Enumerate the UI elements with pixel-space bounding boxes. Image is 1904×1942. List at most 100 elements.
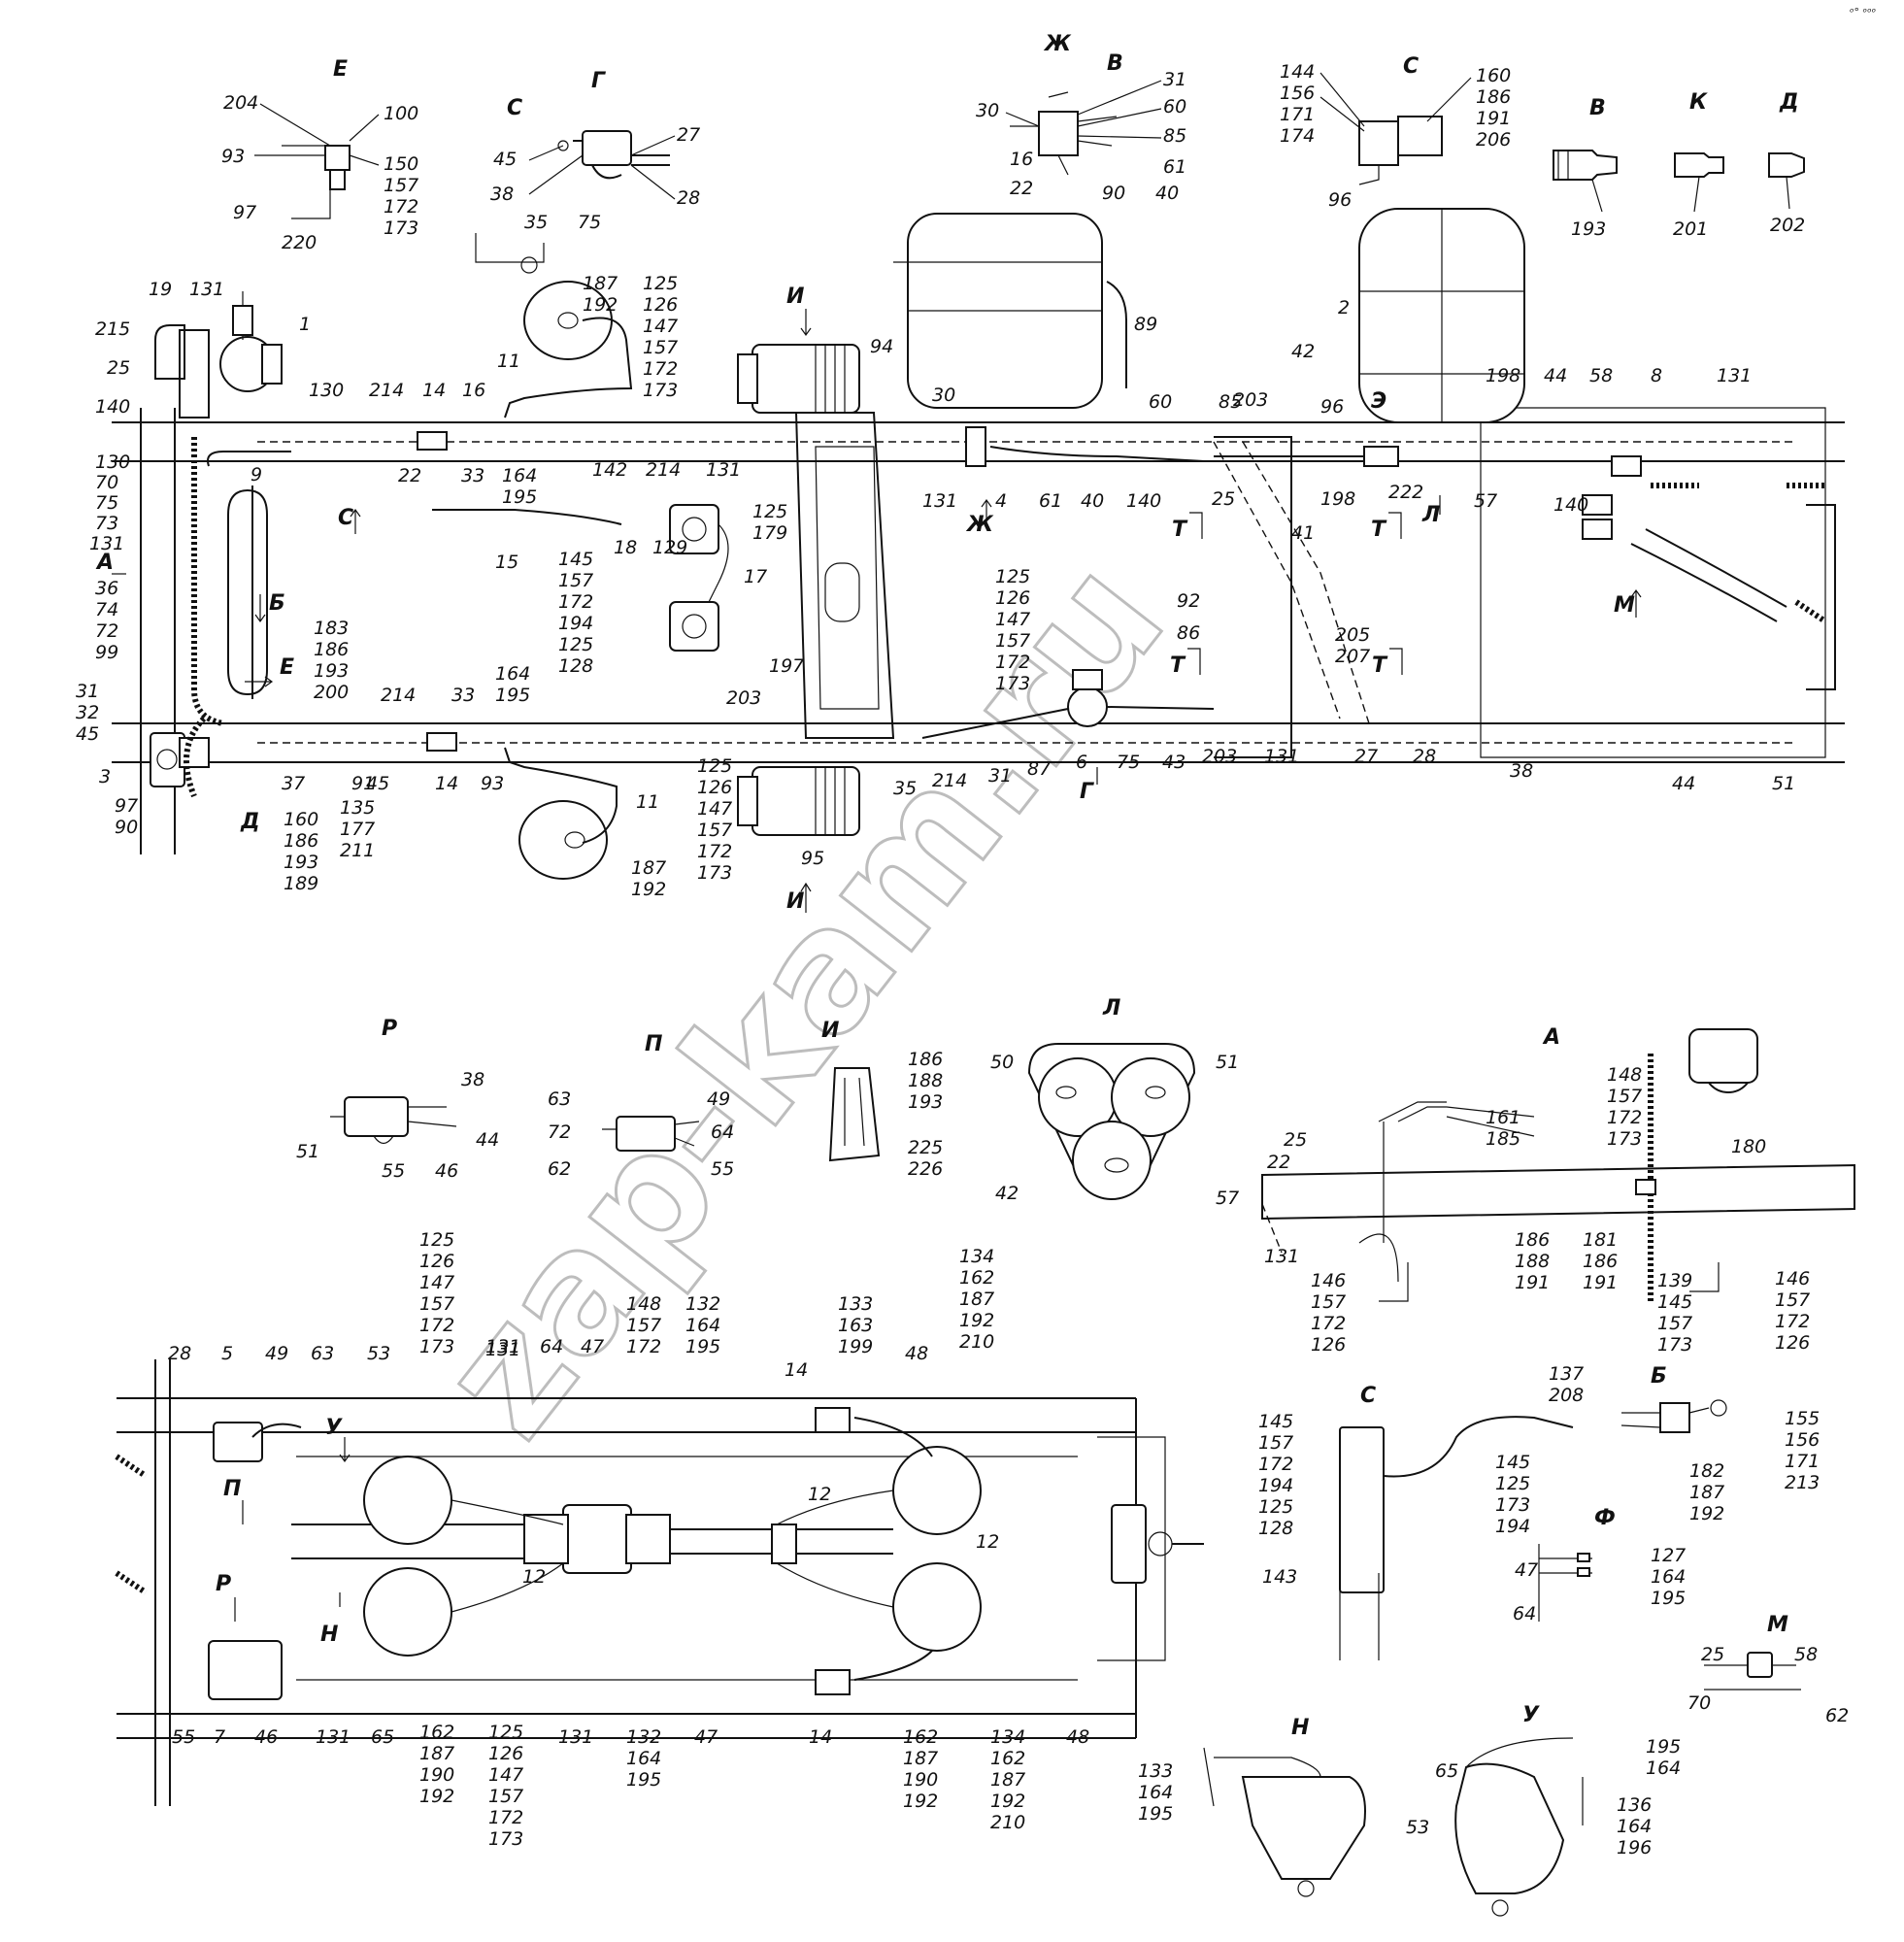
part-number-label: 164 <box>1138 1782 1173 1803</box>
part-number-label: 191 <box>1515 1272 1550 1293</box>
part-number-label: 25 <box>107 357 130 379</box>
detail-view-b <box>1620 1399 1727 1433</box>
view-label-s2: С <box>1403 54 1419 79</box>
left-pipe-loop <box>191 437 291 726</box>
part-number-label: 192 <box>903 1791 938 1812</box>
detail-view-r <box>330 1096 457 1145</box>
part-number-label: 196 <box>1617 1837 1652 1858</box>
part-number-label: 145 <box>1657 1291 1692 1313</box>
part-number-label: 46 <box>254 1726 278 1748</box>
part-number-label: 50 <box>990 1052 1014 1073</box>
part-number-label: 25 <box>1701 1644 1724 1665</box>
part-number-label: 187 <box>903 1748 938 1769</box>
part-number-label: 90 <box>115 817 138 838</box>
part-number-label: 172 <box>1258 1454 1293 1475</box>
part-number-label: 45 <box>366 773 389 794</box>
section-g: Г <box>1080 780 1094 804</box>
part-number-label: 197 <box>769 655 804 677</box>
part-number-label: 43 <box>1162 752 1186 773</box>
rear-hoses <box>1630 483 1827 624</box>
part-number-label: 190 <box>903 1769 938 1791</box>
part-number-label: 192 <box>959 1310 994 1331</box>
part-number-label: 172 <box>643 358 678 380</box>
part-number-label: 185 <box>1486 1128 1520 1150</box>
part-number-label: 173 <box>1657 1334 1692 1356</box>
part-number-label: 155 <box>1785 1408 1820 1429</box>
detail-view-g <box>475 130 670 274</box>
part-number-label: 22 <box>1267 1152 1290 1173</box>
part-number-label: 47 <box>581 1336 604 1357</box>
detail-view-a <box>1261 1028 1855 1302</box>
part-number-label: 40 <box>1081 490 1104 512</box>
part-number-label: 144 <box>1280 61 1315 83</box>
part-number-label: 132 <box>626 1726 661 1748</box>
part-number-label: 58 <box>1589 365 1613 386</box>
part-number-label: 65 <box>371 1726 394 1748</box>
part-number-label: 90 <box>1102 183 1125 204</box>
part-number-label: 15 <box>495 552 518 573</box>
part-number-label: 72 <box>548 1122 571 1143</box>
part-number-label: 9 <box>251 464 262 486</box>
part-number-label: 70 <box>95 472 118 493</box>
part-number-label: 188 <box>1515 1251 1550 1272</box>
part-number-label: 157 <box>995 630 1030 652</box>
part-number-label: 203 <box>1202 746 1237 767</box>
part-number-label: 162 <box>959 1267 994 1289</box>
part-number-label: 35 <box>893 778 917 799</box>
part-number-label: 192 <box>583 294 618 316</box>
part-number-label: 33 <box>451 685 475 706</box>
part-number-label: 173 <box>995 673 1030 694</box>
part-number-label: 190 <box>419 1764 454 1786</box>
part-number-label: 172 <box>1775 1311 1810 1332</box>
part-number-label: 214 <box>646 459 681 481</box>
part-number-label: 6 <box>1076 752 1087 773</box>
part-number-label: 187 <box>1689 1482 1724 1503</box>
part-number-label: 129 <box>652 537 687 558</box>
part-number-label: 186 <box>908 1049 943 1070</box>
part-number-label: 31 <box>1163 69 1186 90</box>
part-number-label: 53 <box>1406 1817 1429 1838</box>
part-number-label: 145 <box>1495 1452 1530 1473</box>
part-number-label: 126 <box>1311 1334 1346 1356</box>
part-number-label: 193 <box>284 852 318 873</box>
part-number-label: 130 <box>309 380 344 401</box>
part-number-label: 7 <box>214 1726 225 1748</box>
part-number-label: 14 <box>435 773 458 794</box>
brake-chamber-bottom <box>504 747 618 880</box>
part-number-label: 157 <box>1657 1313 1692 1334</box>
part-number-label: 164 <box>685 1315 720 1336</box>
part-number-label: 195 <box>685 1336 720 1357</box>
part-number-label: 51 <box>1772 773 1795 794</box>
part-number-label: 75 <box>1117 752 1140 773</box>
part-number-label: 132 <box>685 1293 720 1315</box>
part-number-label: 157 <box>1258 1432 1293 1454</box>
part-number-label: 65 <box>1435 1760 1458 1782</box>
part-number-label: 27 <box>677 124 700 146</box>
part-number-label: 126 <box>697 777 732 798</box>
part-number-label: 182 <box>1689 1460 1724 1482</box>
section-t1: Т <box>1172 518 1188 542</box>
section-arrows <box>112 309 1642 1622</box>
part-number-label: 172 <box>419 1315 454 1336</box>
part-number-label: 11 <box>497 351 520 372</box>
part-number-label: 145 <box>1258 1411 1293 1432</box>
part-number-label: 92 <box>1177 590 1200 612</box>
part-number-label: 177 <box>340 819 375 840</box>
detail-view-m <box>1704 1652 1801 1691</box>
part-number-label: 125 <box>558 634 593 655</box>
view-label-v2: В <box>1589 96 1606 120</box>
part-number-label: 51 <box>296 1141 319 1162</box>
part-number-label: 199 <box>838 1336 873 1357</box>
part-number-label: 133 <box>838 1293 873 1315</box>
part-number-label: 94 <box>870 336 893 357</box>
frame-valves <box>417 426 1642 752</box>
part-number-label: 147 <box>488 1764 523 1786</box>
part-number-label: 75 <box>95 492 118 514</box>
view-label-k: К <box>1689 90 1708 115</box>
part-number-label: 125 <box>1258 1496 1293 1518</box>
part-number-label: 186 <box>1583 1251 1618 1272</box>
part-number-label: 164 <box>1651 1566 1686 1588</box>
part-number-label: 195 <box>495 685 530 706</box>
part-number-label: 18 <box>614 537 637 558</box>
view-label-g: Г <box>591 69 606 93</box>
